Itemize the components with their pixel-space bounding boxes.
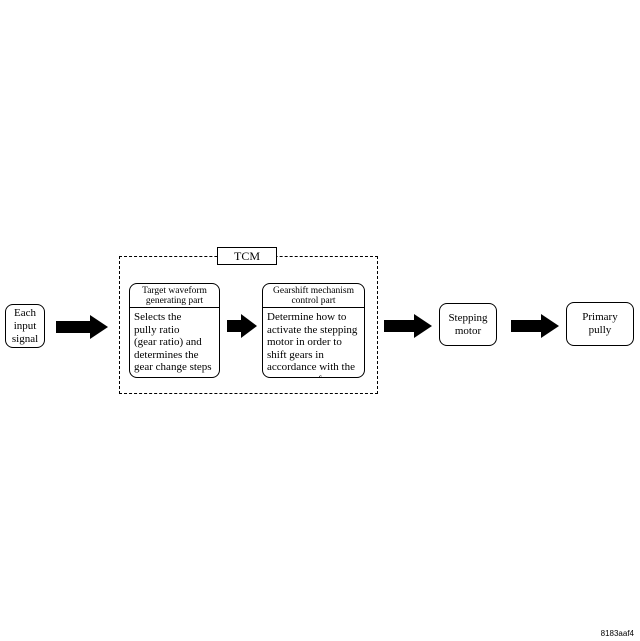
stepping-motor-label: Stepping motor bbox=[448, 311, 488, 337]
arrow-right-icon bbox=[511, 314, 559, 338]
primary-pully-box: Primary pully bbox=[566, 302, 634, 346]
target-waveform-title: Target waveform generating part bbox=[130, 284, 219, 308]
arrow-right-icon bbox=[227, 314, 257, 338]
arrow-right-icon bbox=[56, 315, 108, 339]
stepping-motor-box: Stepping motor bbox=[439, 303, 497, 346]
tcm-label: TCM bbox=[217, 247, 277, 265]
input-signal-label: Each input signal bbox=[11, 306, 39, 345]
gearshift-control-box: Gearshift mechanism control part Determi… bbox=[262, 283, 365, 378]
arrow-right-icon bbox=[384, 314, 432, 338]
gearshift-control-title: Gearshift mechanism control part bbox=[263, 284, 364, 308]
primary-pully-label: Primary pully bbox=[582, 311, 618, 336]
tcm-label-text: TCM bbox=[233, 248, 260, 263]
target-waveform-text: Selects the pully ratio (gear ratio) and… bbox=[134, 311, 212, 373]
gearshift-control-text: Determine how to activate the stepping m… bbox=[267, 311, 358, 377]
figure-code: 8183aaf4 bbox=[600, 629, 634, 638]
target-waveform-box: Target waveform generating part Selects … bbox=[129, 283, 220, 378]
input-signal-box: Each input signal bbox=[5, 304, 45, 348]
